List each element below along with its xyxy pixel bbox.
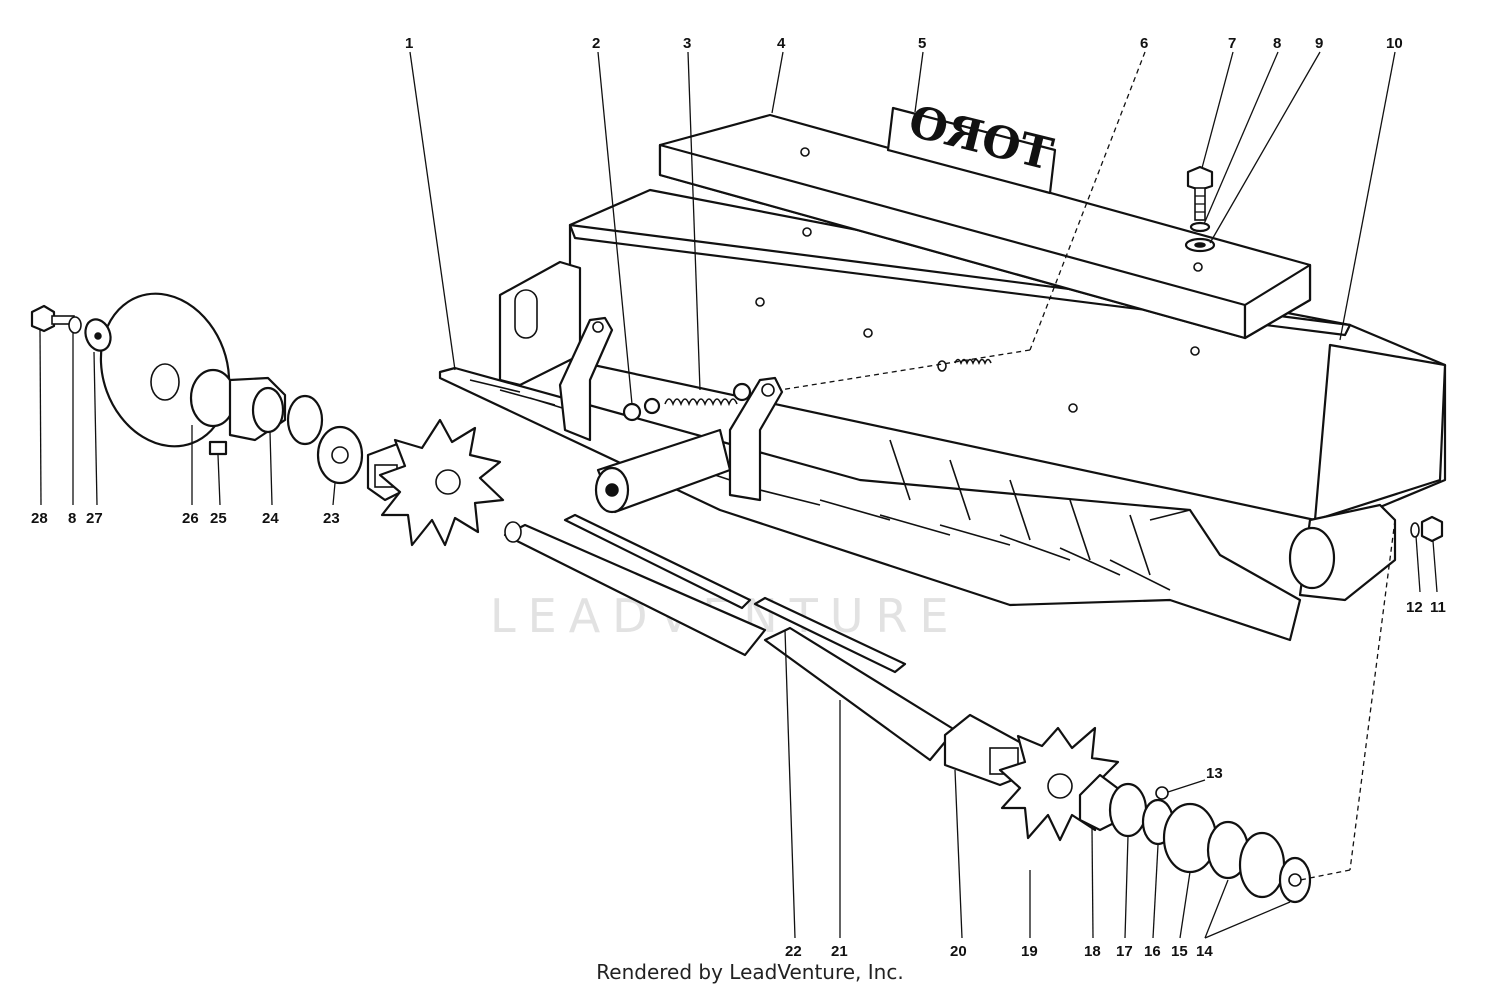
callout-label: 27	[86, 510, 103, 527]
left-arm	[558, 316, 614, 442]
callout-label: 20	[950, 943, 967, 960]
callout-label: 17	[1116, 943, 1133, 960]
callout-label: 24	[262, 510, 279, 527]
cover-plate	[658, 113, 1312, 340]
callout-label: 28	[31, 510, 48, 527]
callout-label: 22	[785, 943, 802, 960]
left-bolt	[30, 304, 112, 352]
callout-label: 4	[777, 35, 786, 52]
pivot-tube	[594, 428, 732, 514]
left-star-sprocket	[378, 418, 505, 547]
callout-label: 6	[1140, 35, 1148, 52]
callout-label: 5	[918, 35, 926, 52]
left-hub-stack	[189, 368, 364, 485]
callout-label: 16	[1144, 943, 1161, 960]
callout-label: 10	[1386, 35, 1403, 52]
callout-label: 3	[683, 35, 691, 52]
callout-label: 11	[1430, 599, 1446, 616]
callout-label: 8	[1273, 35, 1281, 52]
leader-lines	[39, 51, 1438, 939]
housing	[568, 188, 1447, 602]
right-hub-stack	[1078, 773, 1312, 904]
callout-label: 8	[68, 510, 76, 527]
footer-credit: Rendered by LeadVenture, Inc.	[596, 960, 904, 984]
spring-assembly	[622, 382, 752, 422]
cover-bolt	[1184, 165, 1216, 253]
callout-label: 14	[1196, 943, 1213, 960]
callout-label: 23	[323, 510, 340, 527]
right-arm	[728, 376, 784, 502]
right-nut	[1410, 515, 1444, 543]
callout-label: 13	[1206, 765, 1223, 782]
callout-label: 2	[592, 35, 600, 52]
callout-label: 21	[831, 943, 848, 960]
callout-label: 15	[1171, 943, 1188, 960]
callout-numbers: 1 2 3 4 5 6 7 8 9 10 11 12 13 14 15 16 1…	[31, 35, 1446, 960]
callout-label: 25	[210, 510, 227, 527]
left-disc	[99, 292, 231, 448]
callout-label: 1	[405, 35, 413, 52]
callout-label: 18	[1084, 943, 1101, 960]
callout-label: 26	[182, 510, 199, 527]
callout-label: 7	[1228, 35, 1236, 52]
callout-label: 12	[1406, 599, 1423, 616]
callout-label: 19	[1021, 943, 1038, 960]
callout-label: 9	[1315, 35, 1323, 52]
